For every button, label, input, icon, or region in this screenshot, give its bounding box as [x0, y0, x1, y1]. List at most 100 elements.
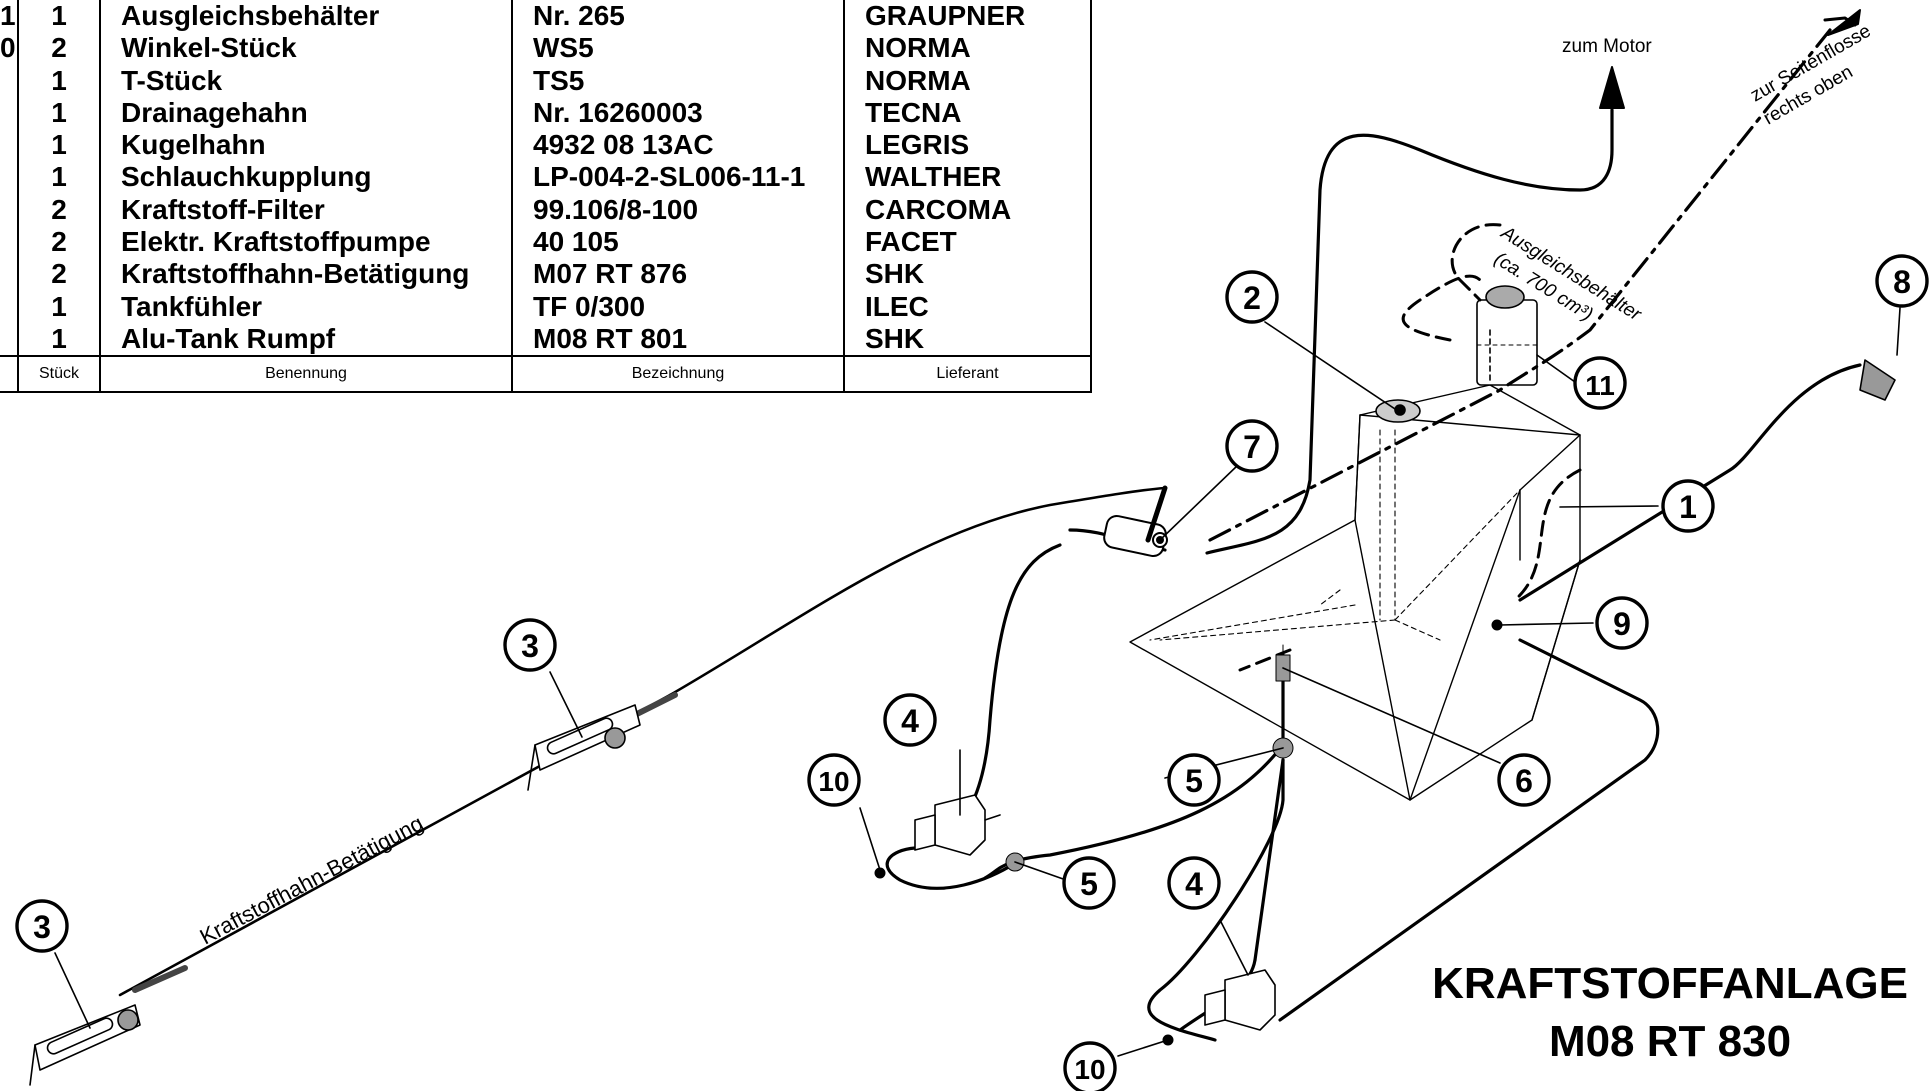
designation-cell: 4932 08 13AC	[511, 129, 845, 162]
pos-cell	[0, 322, 19, 357]
callout-circle-2	[1225, 270, 1279, 324]
name-cell: Elektr. Kraftstoffpumpe	[99, 226, 513, 259]
tank	[1129, 384, 1581, 801]
designation-cell: WS5	[511, 32, 845, 65]
actuator-lower	[29, 1004, 141, 1086]
designation-cell: Nr. 265	[511, 0, 845, 33]
callout-circle-7	[1225, 419, 1279, 473]
name-cell: Alu-Tank Rumpf	[99, 322, 513, 357]
callout-4b: 4	[1185, 866, 1203, 902]
qty-cell: 1	[17, 64, 101, 97]
callout-5a: 5	[1185, 763, 1203, 799]
qty-cell: 1	[17, 129, 101, 162]
supplier-cell: TECNA	[843, 96, 1092, 130]
drawing-number: M08 RT 830	[1548, 1017, 1792, 1066]
name-cell: Winkel-Stück	[99, 32, 513, 65]
designation-cell: 99.106/8-100	[511, 193, 845, 227]
fuel-lines	[885, 108, 1862, 1042]
supplier-cell: CARCOMA	[843, 193, 1092, 227]
title-block: KRAFTSTOFFANLAGE M08 RT 830	[1400, 955, 1932, 1071]
qty-cell: 1	[17, 290, 101, 323]
motor-label: zum Motor	[1562, 36, 1652, 57]
qty-cell: 2	[17, 32, 101, 65]
callout-5b: 5	[1080, 866, 1098, 902]
callout-6: 6	[1515, 763, 1533, 799]
leader-lines	[54, 307, 1901, 1057]
supplier-cell: GRAUPNER	[843, 0, 1092, 33]
supplier-cell: FACET	[843, 226, 1092, 259]
header-blank-cell	[0, 355, 19, 393]
callout-circle-5a	[1167, 753, 1221, 807]
name-cell: Kraftstoffhahn-Betätigung	[99, 258, 513, 291]
designation-cell: TS5	[511, 64, 845, 97]
callout-circle-3b	[15, 899, 69, 953]
callout-circle-8	[1875, 254, 1929, 308]
callout-circle-10b	[1063, 1041, 1117, 1091]
valve-actuation-label: Kraftstoffhahn-Betätigung	[196, 810, 428, 949]
name-cell: T-Stück	[99, 64, 513, 97]
supplier-cell: SHK	[843, 258, 1092, 291]
expansion-reservoir	[1476, 285, 1538, 386]
callout-circle-9	[1595, 596, 1649, 650]
callout-circle-6	[1497, 753, 1551, 807]
name-cell: Ausgleichsbehälter	[99, 0, 513, 33]
callout-circles	[15, 254, 1929, 1091]
actuation-cable	[118, 486, 1167, 997]
qty-cell: 2	[17, 226, 101, 259]
pos-cell	[0, 64, 19, 97]
callout-10b: 10	[1074, 1054, 1105, 1085]
pos-cell	[0, 161, 19, 194]
ball-valve	[1103, 485, 1168, 558]
dashed-hoses	[1238, 223, 1582, 672]
callout-10a: 10	[818, 766, 849, 797]
actuator-upper	[527, 704, 641, 791]
qty-cell: 2	[17, 258, 101, 291]
callout-8: 8	[1893, 264, 1911, 300]
pos-cell: 0	[0, 32, 19, 65]
name-cell: Tankfühler	[99, 290, 513, 323]
pos-cell	[0, 290, 19, 323]
pos-cell	[0, 226, 19, 259]
pos-cell	[0, 258, 19, 291]
callout-circle-4a	[883, 693, 937, 747]
table-header-cell: Benennung	[99, 355, 513, 393]
name-cell: Drainagehahn	[99, 96, 513, 130]
designation-cell: Nr. 16260003	[511, 96, 845, 130]
callout-circle-1	[1661, 479, 1715, 533]
supplier-cell: NORMA	[843, 64, 1092, 97]
callout-circle-4b	[1167, 856, 1221, 910]
qty-cell: 1	[17, 96, 101, 130]
callout-circle-3a	[503, 618, 557, 672]
callout-7: 7	[1243, 429, 1261, 465]
pos-cell	[0, 129, 19, 162]
callout-3b: 3	[33, 909, 51, 945]
table-header-cell: Bezeichnung	[511, 355, 845, 393]
callout-circle-11	[1573, 356, 1627, 410]
designation-cell: M07 RT 876	[511, 258, 845, 291]
name-cell: Kraftstoff-Filter	[99, 193, 513, 227]
name-cell: Schlauchkupplung	[99, 161, 513, 194]
callout-1: 1	[1679, 489, 1697, 525]
callout-circle-10a	[807, 753, 861, 807]
qty-cell: 1	[17, 0, 101, 33]
callout-9: 9	[1613, 606, 1631, 642]
name-cell: Kugelhahn	[99, 129, 513, 162]
supplier-cell: ILEC	[843, 290, 1092, 323]
designation-cell: 40 105	[511, 226, 845, 259]
qty-cell: 1	[17, 161, 101, 194]
callout-3a: 3	[521, 628, 539, 664]
